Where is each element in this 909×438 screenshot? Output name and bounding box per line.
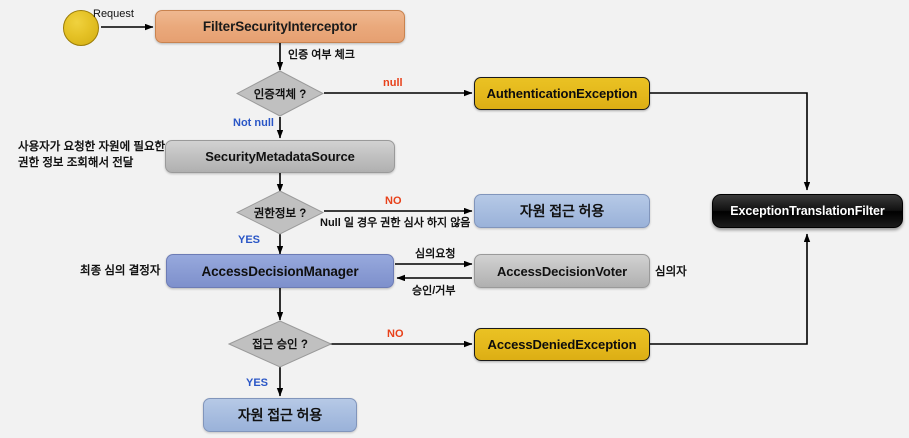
edge-label-no-authority: NO <box>385 195 402 207</box>
node-security-metadata-source[interactable]: SecurityMetadataSource <box>165 140 395 173</box>
node-access-decision-voter[interactable]: AccessDecisionVoter <box>474 254 650 288</box>
edge-label-not-null: Not null <box>233 117 274 129</box>
edge-label-yes-authority: YES <box>238 234 261 246</box>
decision-authority-info[interactable]: 권한정보 ? <box>236 190 324 235</box>
node-access-decision-manager[interactable]: AccessDecisionManager <box>166 254 394 288</box>
edge-label-review-request: 심의요청 <box>415 248 456 260</box>
decision-auth-object-label: 인증객체 ? <box>253 88 307 101</box>
node-filter-security-interceptor[interactable]: FilterSecurityInterceptor <box>155 10 405 43</box>
node-authentication-exception[interactable]: AuthenticationException <box>474 77 650 110</box>
edge-label-auth-check: 인증 여부 체크 <box>288 49 355 61</box>
edge-label-request: Request <box>93 8 134 20</box>
annotation-metadata-note: 사용자가 요청한 자원에 필요한 권한 정보 조회해서 전달 <box>18 141 166 169</box>
node-resource-access-allowed-bottom[interactable]: 자원 접근 허용 <box>203 398 357 432</box>
start-node <box>63 10 99 46</box>
edge-label-yes-access: YES <box>246 377 269 389</box>
annotation-voter-note: 심의자 <box>655 266 687 278</box>
decision-auth-object[interactable]: 인증객체 ? <box>236 70 324 117</box>
edge-label-null-note: Null 일 경우 권한 심사 하지 않음 <box>320 217 471 229</box>
edge-label-null: null <box>383 77 403 89</box>
decision-access-approved[interactable]: 접근 승인 ? <box>228 320 332 368</box>
decision-access-approved-label: 접근 승인 ? <box>252 339 308 351</box>
node-access-denied-exception[interactable]: AccessDeniedException <box>474 328 650 361</box>
annotation-manager-note: 최종 심의 결정자 <box>80 265 161 277</box>
edge-label-no-access: NO <box>387 328 404 340</box>
edge-label-approve-or-deny: 승인/거부 <box>412 285 456 297</box>
node-resource-access-allowed-top[interactable]: 자원 접근 허용 <box>474 194 650 228</box>
decision-authority-info-label: 권한정보 ? <box>253 207 307 220</box>
node-exception-translation-filter[interactable]: ExceptionTranslationFilter <box>712 194 903 228</box>
